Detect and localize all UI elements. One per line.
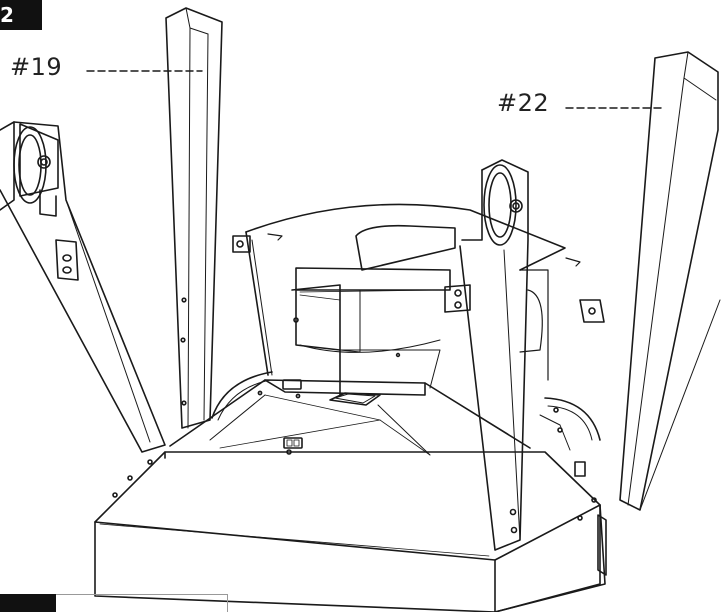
base-box [94, 451, 606, 613]
left-wheel-well [211, 371, 273, 421]
callout-22-label: #22 [497, 89, 550, 117]
inner-tray [169, 352, 531, 456]
step-number-badge: 2 [0, 0, 42, 30]
right-edge-details [577, 497, 607, 576]
step-number: 2 [0, 3, 14, 27]
post-19 [165, 7, 223, 429]
right-wheel-well [539, 397, 601, 477]
post-right-front [444, 159, 529, 551]
next-step-badge [0, 594, 56, 612]
back-console [232, 203, 605, 396]
post-22 [619, 51, 721, 511]
post-left-front [0, 121, 166, 498]
callout-19-label: #19 [10, 53, 63, 81]
